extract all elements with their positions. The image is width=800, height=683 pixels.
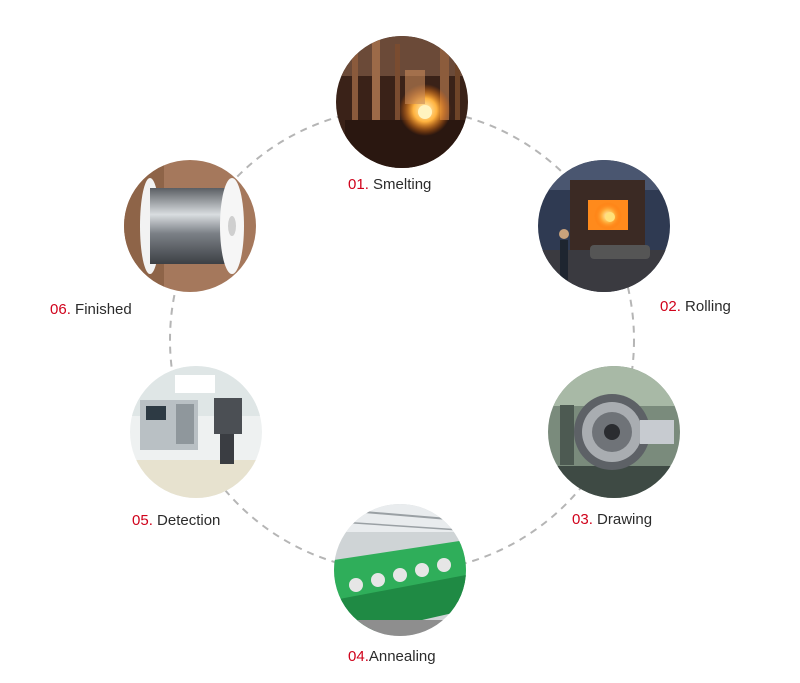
- testing-lab-photo: [130, 366, 262, 498]
- stage-number: 02: [660, 298, 677, 315]
- smelting-furnace-photo: [336, 36, 468, 168]
- stage-number: 06: [50, 301, 67, 318]
- stage-number: 04: [348, 648, 365, 665]
- stage-label-annealing: 04.Annealing: [348, 648, 436, 665]
- stage-name: Annealing: [368, 648, 436, 665]
- stage-number: 03: [572, 511, 589, 528]
- stage-name: Smelting: [368, 176, 432, 193]
- stage-name: Detection: [152, 512, 221, 529]
- stage-name: Rolling: [680, 298, 731, 315]
- stage-label-finished: 06. Finished: [50, 301, 132, 318]
- stage-name: Finished: [70, 301, 132, 318]
- stage-label-drawing: 03. Drawing: [572, 511, 653, 528]
- rolling-mill-photo: [538, 160, 670, 292]
- stage-label-smelting: 01. Smelting: [348, 176, 432, 193]
- wire-spool-photo: [124, 160, 256, 292]
- annealing-line-photo: [334, 504, 466, 636]
- stage-number: 01: [348, 176, 365, 193]
- stage-number: 05: [132, 512, 149, 529]
- stage-name: Drawing: [592, 511, 653, 528]
- stage-label-detection: 05. Detection: [132, 512, 221, 529]
- wire-drawing-machine-photo: [548, 366, 680, 498]
- stage-label-rolling: 02. Rolling: [660, 298, 731, 315]
